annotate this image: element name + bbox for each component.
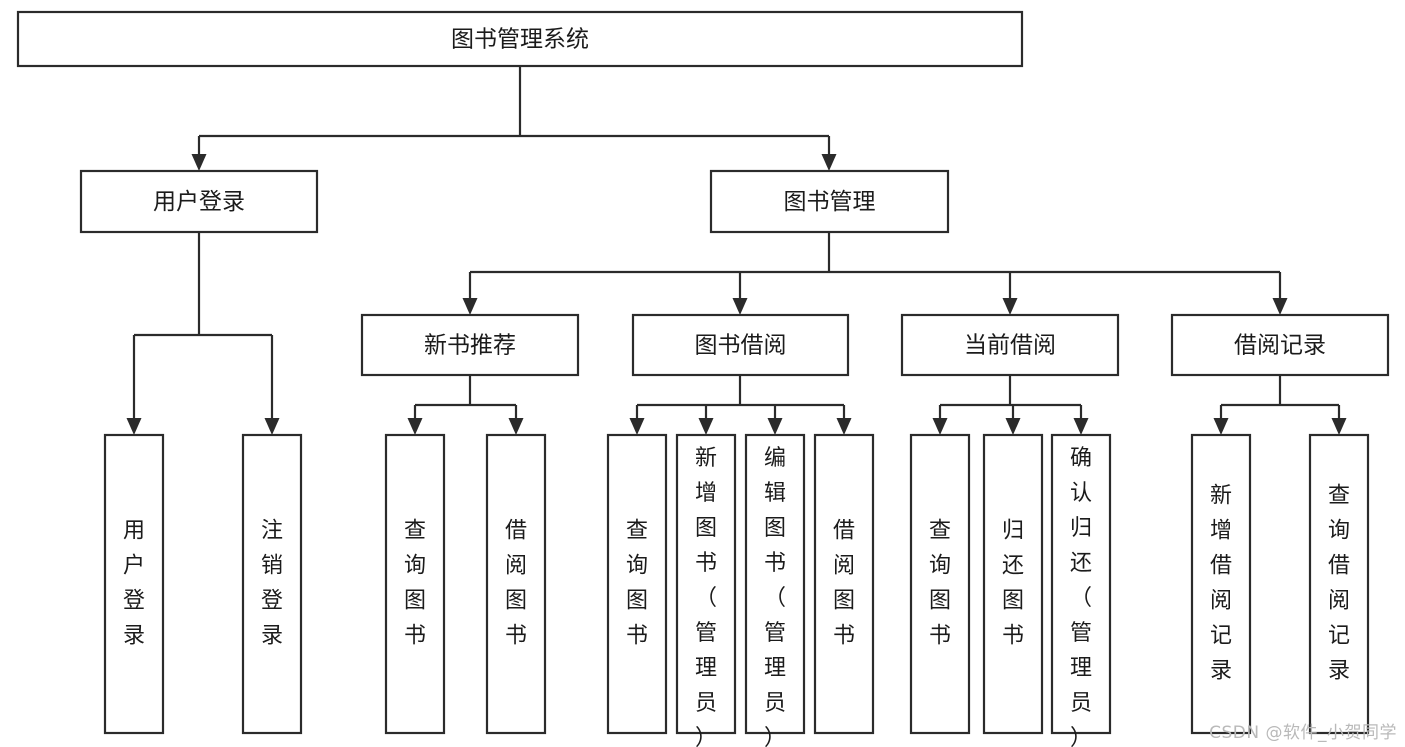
node-label: 查询图书: [404, 519, 426, 649]
node-label: 用户登录: [153, 189, 245, 215]
node-box[interactable]: [909, 433, 971, 735]
node-box[interactable]: [79, 169, 319, 234]
node-label: 新书推荐: [424, 333, 516, 359]
connector-line: [938, 375, 1083, 419]
edge-group-root-to-level1: [197, 66, 831, 155]
node-leaf-query-book-new[interactable]: 查询图书: [384, 433, 446, 735]
node-label: 用户登录: [123, 519, 145, 649]
connector-arrow-icon: [508, 418, 524, 435]
node-layer: 图书管理系统用户登录图书管理新书推荐图书借阅当前借阅借阅记录用户登录注销登录查询…: [16, 10, 1390, 747]
node-box[interactable]: [709, 169, 950, 234]
connector-arrow-icon: [629, 418, 645, 435]
connector-arrow-icon: [1002, 298, 1018, 315]
node-box[interactable]: [606, 433, 668, 735]
node-label: 图书管理系统: [451, 27, 589, 53]
connector-arrow-icon: [1005, 418, 1021, 435]
connector-arrow-icon: [1073, 418, 1089, 435]
node-book-management[interactable]: 图书管理: [709, 169, 950, 234]
node-box[interactable]: [813, 433, 875, 735]
node-leaf-query-book[interactable]: 查询图书: [606, 433, 668, 735]
node-box[interactable]: [485, 433, 547, 735]
edge-group-new-book-to-leaves: [413, 375, 518, 419]
node-label: 当前借阅: [964, 333, 1056, 359]
connector-arrow-icon: [126, 418, 142, 435]
connector-arrow-icon: [767, 418, 783, 435]
edge-group-book-borrow-to-leaves: [635, 375, 846, 419]
node-label: 新增图书（管理员）: [695, 446, 717, 747]
connector-arrow-icon: [1213, 418, 1229, 435]
node-label: 借阅记录: [1234, 333, 1326, 359]
connector-arrow-icon: [698, 418, 714, 435]
node-box[interactable]: [1050, 433, 1112, 735]
node-label: 查询图书: [626, 519, 648, 649]
connector-arrow-icon: [462, 298, 478, 315]
node-box[interactable]: [1308, 433, 1370, 735]
connector-line: [132, 232, 274, 419]
node-box[interactable]: [900, 313, 1120, 377]
node-label: 注销登录: [261, 519, 283, 649]
connector-line: [1219, 375, 1341, 419]
connector-line: [635, 375, 846, 419]
node-leaf-return-book[interactable]: 归还图书: [982, 433, 1044, 735]
node-current-borrow[interactable]: 当前借阅: [900, 313, 1120, 377]
node-leaf-query-book-current[interactable]: 查询图书: [909, 433, 971, 735]
node-box[interactable]: [384, 433, 446, 735]
node-label: 借阅图书: [505, 519, 527, 649]
node-leaf-borrow-book-new[interactable]: 借阅图书: [485, 433, 547, 735]
node-leaf-logout[interactable]: 注销登录: [241, 433, 303, 735]
node-leaf-user-login[interactable]: 用户登录: [103, 433, 165, 735]
node-label: 查询借阅记录: [1328, 484, 1350, 684]
connector-arrow-icon: [264, 418, 280, 435]
node-box[interactable]: [744, 433, 806, 735]
connector-arrow-icon: [821, 154, 837, 171]
node-label: 借阅图书: [833, 519, 855, 649]
edge-group-user-login-to-leaves: [132, 232, 274, 419]
connector-line: [197, 66, 831, 155]
node-leaf-borrow-book[interactable]: 借阅图书: [813, 433, 875, 735]
node-label: 新增借阅记录: [1210, 484, 1232, 684]
connector-arrow-icon: [932, 418, 948, 435]
node-leaf-confirm-return[interactable]: 确认归还（管理员）: [1050, 433, 1112, 747]
node-label: 图书借阅: [695, 333, 787, 359]
node-box[interactable]: [675, 433, 737, 735]
node-box[interactable]: [1170, 313, 1390, 377]
connector-layer: [126, 66, 1347, 435]
edge-group-borrow-records-to-leaves: [1219, 375, 1341, 419]
node-box[interactable]: [16, 10, 1024, 68]
connector-arrow-icon: [407, 418, 423, 435]
connector-arrow-icon: [191, 154, 207, 171]
node-box[interactable]: [360, 313, 580, 377]
node-root[interactable]: 图书管理系统: [16, 10, 1024, 68]
connector-arrow-icon: [732, 298, 748, 315]
node-box[interactable]: [1190, 433, 1252, 735]
node-box[interactable]: [103, 433, 165, 735]
connector-line: [413, 375, 518, 419]
node-box[interactable]: [241, 433, 303, 735]
node-leaf-add-record[interactable]: 新增借阅记录: [1190, 433, 1252, 735]
node-borrow-records[interactable]: 借阅记录: [1170, 313, 1390, 377]
node-leaf-edit-book[interactable]: 编辑图书（管理员）: [744, 433, 806, 747]
node-box[interactable]: [631, 313, 850, 377]
node-user-login[interactable]: 用户登录: [79, 169, 319, 234]
node-label: 查询图书: [929, 519, 951, 649]
connector-arrow-icon: [836, 418, 852, 435]
node-label: 编辑图书（管理员）: [764, 446, 786, 747]
connector-line: [468, 232, 1282, 299]
edge-group-level1-to-level2: [468, 232, 1282, 299]
node-leaf-add-book[interactable]: 新增图书（管理员）: [675, 433, 737, 747]
connector-arrow-icon: [1331, 418, 1347, 435]
node-label: 确认归还（管理员）: [1070, 446, 1092, 747]
node-label: 图书管理: [784, 189, 876, 215]
connector-arrow-icon: [1272, 298, 1288, 315]
node-box[interactable]: [982, 433, 1044, 735]
node-new-book-recommend[interactable]: 新书推荐: [360, 313, 580, 377]
node-book-borrow[interactable]: 图书借阅: [631, 313, 850, 377]
node-label: 归还图书: [1002, 519, 1024, 649]
node-leaf-query-record[interactable]: 查询借阅记录: [1308, 433, 1370, 735]
edge-group-current-borrow-to-leaves: [938, 375, 1083, 419]
